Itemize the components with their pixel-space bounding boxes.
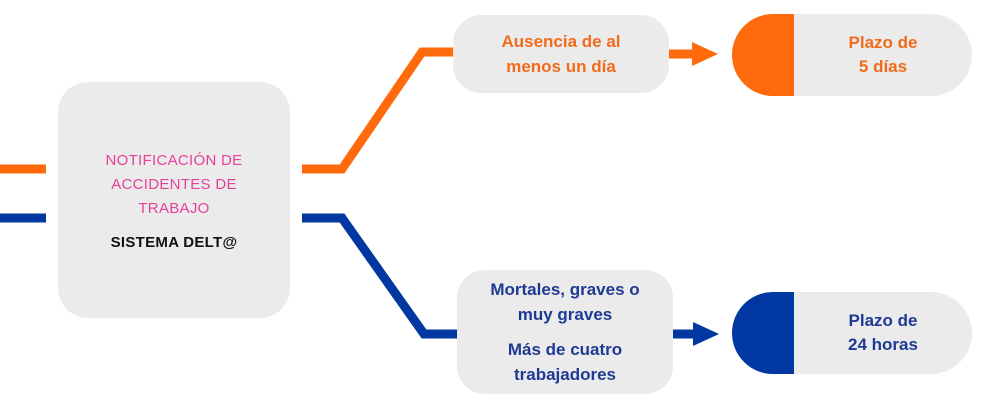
top-deadline-text: Plazo de 5 días [848, 33, 918, 76]
bottom-deadline-text: Plazo de 24 horas [848, 311, 918, 354]
bottom-arrow-head [693, 322, 719, 346]
top-branch-line [302, 47, 454, 174]
bottom-condition-text-1: Mortales, graves o muy graves [490, 280, 640, 324]
top-deadline-pill: Plazo de 5 días [732, 14, 972, 96]
bottom-condition-box: Mortales, graves o muy graves Más de cua… [457, 270, 673, 394]
top-arrow-head [692, 42, 718, 66]
main-subtitle: SISTEMA DELT@ [110, 234, 238, 251]
top-condition-box: Ausencia de al menos un día [453, 15, 669, 93]
bottom-branch-line [302, 213, 458, 339]
top-condition-text: Ausencia de al menos un día [501, 32, 621, 76]
bottom-deadline-pill: Plazo de 24 horas [732, 292, 972, 374]
top-deadline-cap [732, 14, 794, 96]
main-title: NOTIFICACIÓN DE ACCIDENTES DE TRABAJO [105, 152, 243, 217]
bottom-condition-text-2: Más de cuatro trabajadores [507, 340, 623, 384]
bottom-deadline-cap [732, 292, 794, 374]
main-notification-box: NOTIFICACIÓN DE ACCIDENTES DE TRABAJO SI… [58, 82, 290, 318]
